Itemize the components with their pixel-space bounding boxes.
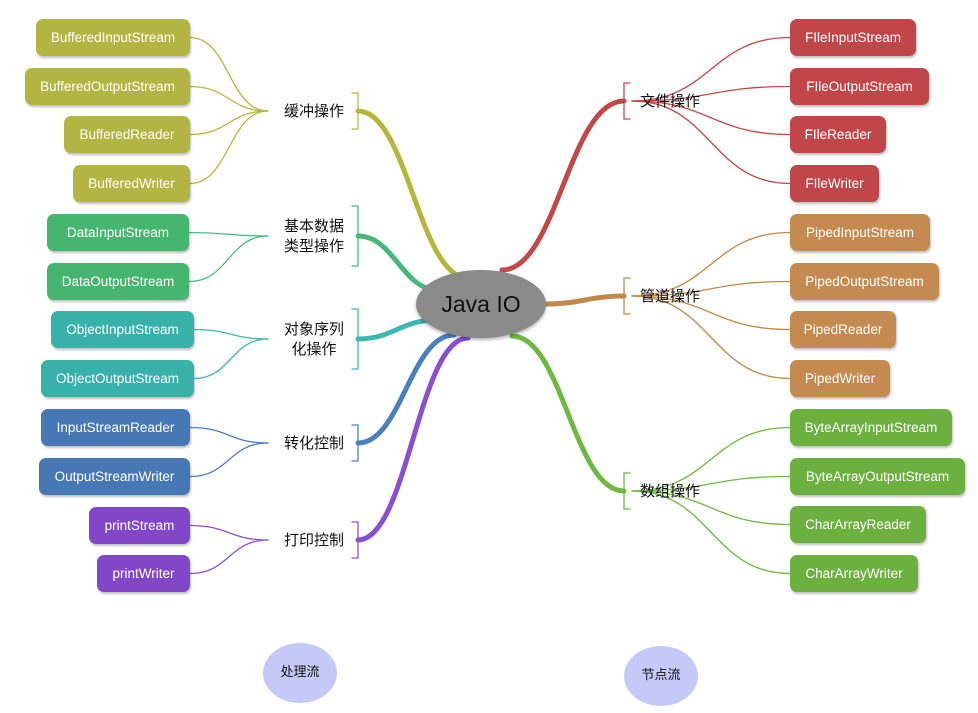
left-leaf-edge-4-0	[189, 524, 269, 541]
leaf-printwriter: printWriter	[97, 555, 190, 592]
right-leaf-edge-2-1	[631, 475, 791, 492]
right-trunk-0	[499, 98, 627, 273]
legend-node-stream: 节点流	[624, 646, 698, 706]
leaf-filereader: FIleReader	[790, 116, 886, 153]
leaf-pipedwriter: PipedWriter	[790, 360, 890, 397]
right-branch-label-0: 文件操作	[639, 92, 700, 110]
left-trunk-0	[355, 108, 471, 281]
leaf-bytearrayoutputstream: ByteArrayOutputStream	[790, 458, 965, 495]
legend-processing-stream: 处理流	[263, 643, 337, 703]
leaf-filewriter: FIleWriter	[790, 165, 879, 202]
left-leaf-edge-3-1	[189, 442, 269, 478]
leaf-datainputstream: DataInputStream	[47, 214, 189, 251]
left-trunk-2	[355, 317, 439, 342]
right-branch-label-1: 管道操作	[639, 287, 700, 305]
right-leaf-edge-1-2	[631, 295, 791, 331]
left-branch-label-3: 转化控制	[283, 434, 344, 452]
right-trunk-2	[509, 333, 627, 494]
right-leaf-edge-1-3	[631, 295, 791, 380]
left-branch-label-1: 基本数据 类型操作	[283, 217, 344, 255]
leaf-objectinputstream: ObjectInputStream	[51, 311, 194, 348]
leaf-bufferedoutputstream: BufferedOutputStream	[25, 68, 190, 105]
right-leaf-edge-1-0	[631, 231, 791, 297]
left-branch-label-2: 对象序列 化操作	[283, 320, 344, 358]
left-leaf-edge-4-1	[189, 539, 269, 575]
left-leaf-edge-0-2	[189, 110, 269, 136]
leaf-pipedinputstream: PipedInputStream	[790, 214, 930, 251]
left-trunk-3	[355, 332, 457, 446]
left-leaf-edge-3-0	[189, 426, 269, 444]
leaf-chararrayreader: CharArrayReader	[790, 506, 926, 543]
right-branch-label-2: 数组操作	[639, 482, 700, 500]
right-leaf-edge-0-3	[631, 100, 791, 185]
leaf-pipedreader: PipedReader	[790, 311, 896, 348]
left-leaf-edge-2-1	[193, 338, 269, 380]
right-leaf-edge-0-2	[631, 100, 791, 136]
right-leaf-edge-1-1	[631, 280, 791, 297]
left-leaf-edge-2-0	[193, 328, 269, 340]
right-trunk-1	[543, 293, 627, 307]
leaf-dataoutputstream: DataOutputStream	[47, 263, 189, 300]
right-leaf-edge-2-2	[631, 490, 791, 526]
left-leaf-edge-0-0	[189, 36, 269, 112]
left-branch-label-4: 打印控制	[283, 531, 344, 549]
leaf-fileoutputstream: FIleOutputStream	[790, 68, 929, 105]
leaf-bytearrayinputstream: ByteArrayInputStream	[790, 409, 952, 446]
left-trunk-4	[355, 335, 471, 543]
right-leaf-edge-0-0	[631, 36, 791, 102]
left-leaf-edge-0-3	[189, 110, 269, 185]
leaf-chararraywriter: CharArrayWriter	[790, 555, 918, 592]
left-trunk-1	[355, 233, 441, 293]
leaf-outputstreamwriter: OutputStreamWriter	[39, 458, 190, 495]
leaf-printstream: printStream	[89, 507, 190, 544]
root-node: Java IO	[416, 270, 546, 338]
leaf-bufferedinputstream: BufferedInputStream	[36, 19, 190, 56]
left-leaf-edge-0-1	[189, 85, 269, 112]
leaf-pipedoutputstream: PipedOutputStream	[790, 263, 939, 300]
leaf-fileinputstream: FIleInputStream	[790, 19, 916, 56]
right-leaf-edge-2-3	[631, 490, 791, 575]
right-leaf-edge-0-1	[631, 85, 791, 102]
leaf-bufferedwriter: BufferedWriter	[73, 165, 190, 202]
left-leaf-edge-1-0	[188, 231, 269, 237]
leaf-inputstreamreader: InputStreamReader	[41, 409, 190, 446]
leaf-objectoutputstream: ObjectOutputStream	[41, 360, 194, 397]
left-leaf-edge-1-1	[188, 235, 269, 283]
left-branch-label-0: 缓冲操作	[283, 102, 344, 120]
leaf-bufferedreader: BufferedReader	[64, 116, 190, 153]
right-leaf-edge-2-0	[631, 426, 791, 492]
